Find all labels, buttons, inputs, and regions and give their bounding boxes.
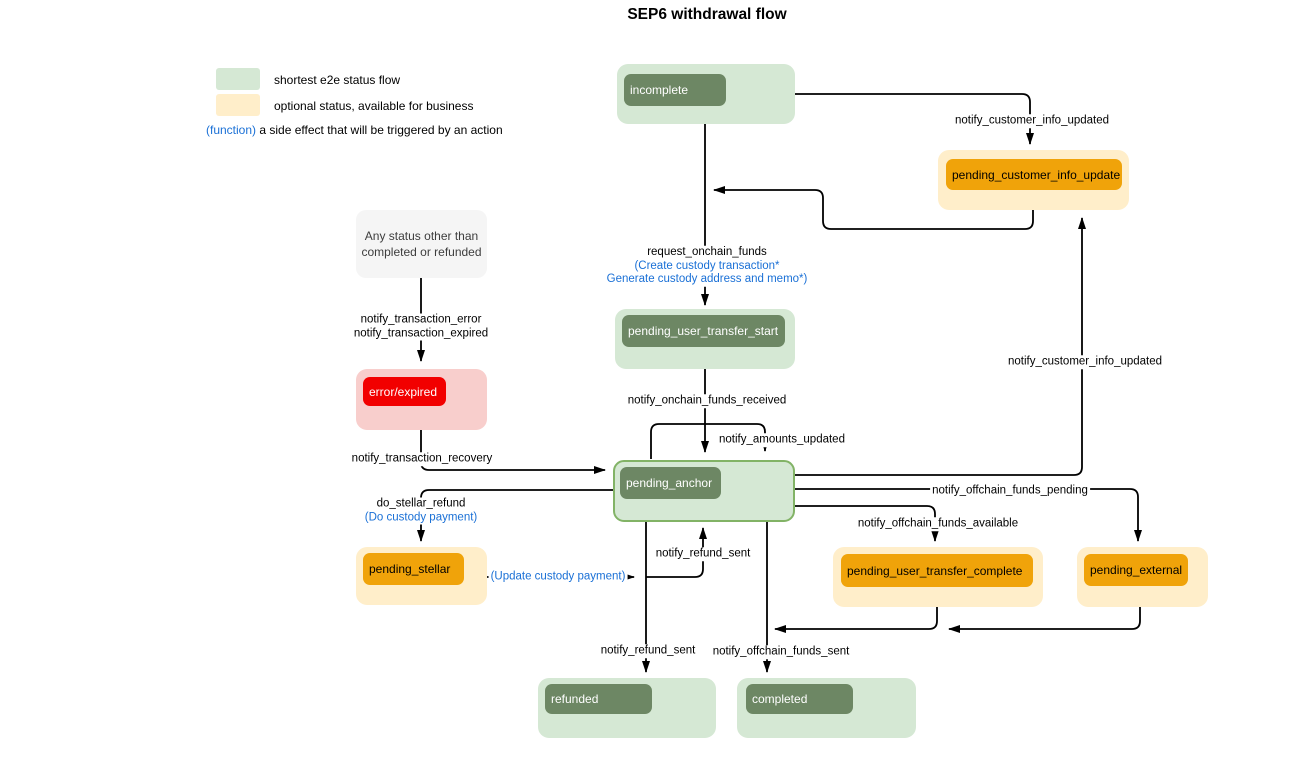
edge-pending-stellar-to-pending-anchor bbox=[646, 527, 707, 578]
any-status-line1: Any status other than bbox=[364, 229, 479, 243]
legend-green-swatch bbox=[216, 68, 260, 90]
label-create-custody-transaction: (Create custody transaction* bbox=[634, 259, 780, 272]
node-any-status: Any status other than completed or refun… bbox=[356, 210, 487, 278]
page-title: SEP6 withdrawal flow bbox=[627, 6, 787, 23]
node-pending-stellar-label: pending_stellar bbox=[363, 553, 464, 585]
edge-incomplete-to-pending-customer-info-update bbox=[795, 93, 1034, 145]
edge-pending-customer-info-update-return bbox=[713, 186, 1034, 230]
label-notify-customer-info-updated-top: notify_customer_info_updated bbox=[952, 114, 1112, 128]
label-notify-transaction-error: notify_transaction_error bbox=[360, 313, 482, 326]
label-notify-onchain-funds-received: notify_onchain_funds_received bbox=[625, 394, 789, 408]
label-notify-offchain-funds-pending: notify_offchain_funds_pending bbox=[930, 484, 1090, 498]
edge-pending-user-transfer-complete-to-completed bbox=[774, 607, 938, 633]
node-error-expired-label: error/expired bbox=[363, 377, 446, 406]
edge-pending-anchor-self-loop bbox=[650, 423, 769, 459]
label-do-stellar-refund: do_stellar_refund bbox=[376, 497, 466, 510]
node-pending-anchor-label: pending_anchor bbox=[620, 467, 721, 499]
edge-pending-anchor-to-pending-user-transfer-complete bbox=[795, 505, 939, 542]
node-completed-label: completed bbox=[746, 684, 853, 714]
legend-function-token: (function) bbox=[206, 123, 257, 137]
edge-pending-anchor-to-pending-customer-info-update bbox=[795, 217, 1086, 476]
label-notify-refund-sent-to-anchor: notify_refund_sent bbox=[653, 547, 753, 561]
legend-yellow-label: optional status, available for business bbox=[274, 99, 474, 113]
label-notify-refund-sent-to-refunded: notify_refund_sent bbox=[598, 644, 698, 658]
label-notify-transaction-expired: notify_transaction_expired bbox=[353, 327, 489, 339]
label-do-custody-payment: (Do custody payment) bbox=[364, 511, 478, 523]
label-request-onchain-funds: request_onchain_funds bbox=[647, 245, 767, 258]
node-pending-external-label: pending_external bbox=[1084, 554, 1188, 586]
node-pending-user-transfer-start-label: pending_user_transfer_start bbox=[622, 315, 785, 347]
label-request-onchain-funds-block: request_onchain_funds (Create custody tr… bbox=[604, 245, 810, 287]
label-notify-customer-info-updated-right: notify_customer_info_updated bbox=[1005, 355, 1165, 369]
node-pending-customer-info-update-label: pending_customer_info_update bbox=[946, 159, 1122, 190]
node-any-status-text: Any status other than completed or refun… bbox=[361, 228, 481, 260]
edge-pending-anchor-to-pending-external bbox=[795, 488, 1142, 542]
legend-function-desc: a side effect that will be triggered by … bbox=[259, 123, 503, 137]
any-status-line2: completed or refunded bbox=[361, 245, 482, 259]
node-pending-user-transfer-complete-label: pending_user_transfer_complete bbox=[841, 554, 1033, 587]
label-notify-transaction-recovery: notify_transaction_recovery bbox=[349, 452, 495, 466]
label-notify-offchain-funds-available: notify_offchain_funds_available bbox=[855, 517, 1021, 531]
legend-yellow-swatch bbox=[216, 94, 260, 116]
node-incomplete-label: incomplete bbox=[624, 74, 726, 106]
label-notify-transaction-error-block: notify_transaction_error notify_transact… bbox=[351, 313, 491, 341]
edge-pending-external-to-completed bbox=[948, 607, 1141, 633]
label-notify-offchain-funds-sent: notify_offchain_funds_sent bbox=[710, 645, 852, 659]
label-update-custody-payment: (Update custody payment) bbox=[488, 570, 628, 584]
label-do-stellar-refund-block: do_stellar_refund (Do custody payment) bbox=[362, 497, 480, 525]
label-notify-amounts-updated: notify_amounts_updated bbox=[717, 433, 847, 447]
legend-function-line: (function) a side effect that will be tr… bbox=[206, 123, 503, 137]
label-generate-custody-address: Generate custody address and memo*) bbox=[606, 272, 808, 285]
node-refunded-label: refunded bbox=[545, 684, 652, 714]
legend-green-label: shortest e2e status flow bbox=[274, 73, 401, 87]
